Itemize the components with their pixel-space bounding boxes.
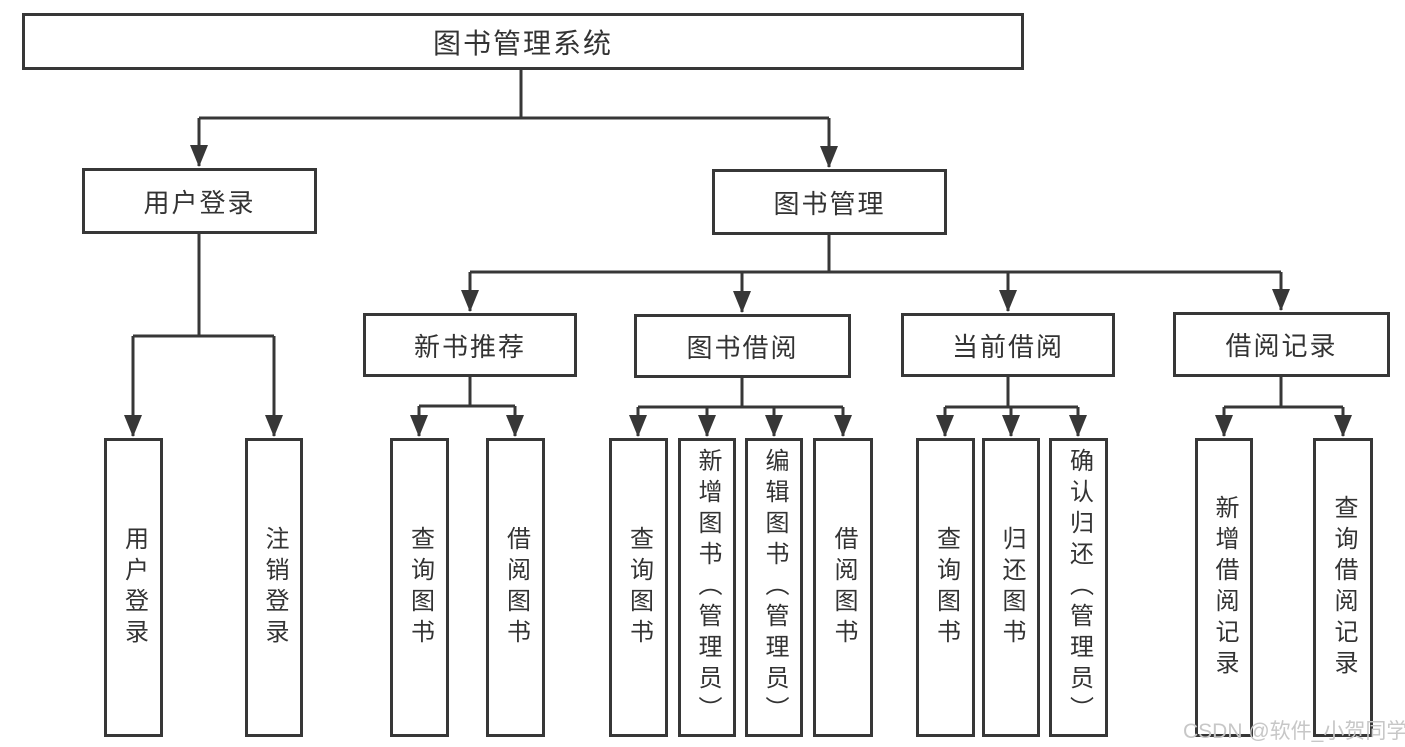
node-label: 图书管理 [773, 188, 886, 219]
leaf-borrow-books-recommend: 借阅图书 [486, 438, 545, 737]
leaf-query-borrow-record: 查询借阅记录 [1313, 438, 1373, 737]
leaf-add-books-admin: 新增图书（管理员） [678, 438, 736, 737]
csdn-watermark: CSDN @软件_小贺同学 [1183, 720, 1405, 743]
node-label: 用户登录 [143, 187, 256, 218]
node-label: 图书借阅 [686, 332, 799, 363]
node-current-borrow: 当前借阅 [901, 313, 1115, 377]
leaf-return-books: 归还图书 [982, 438, 1040, 737]
leaf-confirm-return-admin: 确认归还（管理员） [1049, 438, 1108, 737]
node-label: 归还图书 [998, 525, 1025, 650]
leaf-logout: 注销登录 [245, 438, 303, 737]
node-label: 当前借阅 [951, 331, 1064, 362]
leaf-edit-books-admin: 编辑图书（管理员） [745, 438, 803, 737]
node-label: 图书管理系统 [432, 27, 613, 59]
node-label: 新书推荐 [413, 331, 526, 362]
node-label: 查询借阅记录 [1330, 494, 1357, 681]
leaf-user-login: 用户登录 [104, 438, 163, 737]
leaf-query-books-recommend: 查询图书 [390, 438, 449, 737]
node-label: 借阅记录 [1225, 331, 1338, 361]
node-label: 借阅图书 [502, 525, 530, 650]
node-book-management: 图书管理 [712, 169, 947, 235]
node-user-login: 用户登录 [82, 168, 317, 234]
node-book-borrow: 图书借阅 [634, 314, 851, 378]
node-label: 查询图书 [932, 525, 960, 650]
leaf-query-books-current: 查询图书 [916, 438, 975, 737]
node-label: 新增图书（管理员） [694, 448, 721, 727]
leaf-query-books-borrow: 查询图书 [609, 438, 668, 737]
node-label: 用户登录 [120, 525, 148, 650]
node-label: 确认归还（管理员） [1065, 448, 1093, 727]
node-library-management-system: 图书管理系统 [22, 13, 1024, 70]
node-borrow-record: 借阅记录 [1173, 312, 1390, 377]
leaf-borrow-books: 借阅图书 [813, 438, 873, 737]
leaf-add-borrow-record: 新增借阅记录 [1195, 438, 1253, 737]
node-new-book-recommend: 新书推荐 [363, 313, 577, 377]
node-label: 查询图书 [406, 525, 434, 650]
node-label: 查询图书 [625, 525, 653, 650]
node-label: 借阅图书 [830, 525, 857, 650]
node-label: 新增借阅记录 [1211, 494, 1238, 681]
node-label: 注销登录 [261, 525, 288, 650]
node-label: 编辑图书（管理员） [761, 448, 788, 727]
